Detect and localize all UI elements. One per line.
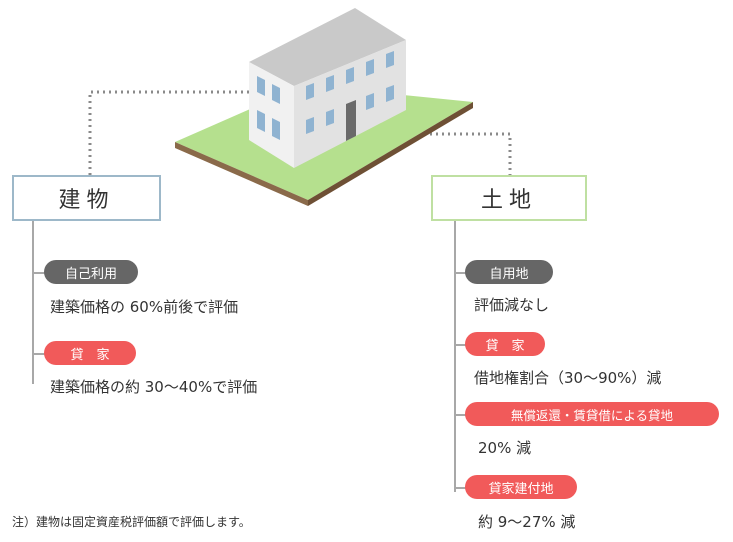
desc-own-use-land: 評価減なし (474, 296, 550, 314)
land-category-box: 土地 (431, 175, 587, 221)
desc-self-use: 建築価格の 60%前後で評価 (50, 298, 239, 316)
desc-leased-land: 借地権割合（30〜90%）減 (474, 369, 662, 387)
badge-own-use-land: 自用地 (465, 260, 553, 284)
desc-rental-house: 建築価格の約 30〜40%で評価 (50, 378, 258, 396)
right-windows (306, 51, 394, 134)
desc-rental-house-land: 約 9〜27% 減 (478, 513, 576, 531)
badge-rental-house: 貸 家 (44, 341, 136, 365)
badge-self-use: 自己利用 (44, 260, 138, 284)
desc-free-return-lease: 20% 減 (478, 439, 532, 457)
land-title: 土地 (480, 188, 537, 213)
land-branch-tick (454, 487, 466, 489)
building-roof (249, 8, 406, 86)
building-branch-tick (32, 353, 46, 355)
footnote: 注）建物は固定資産税評価額で評価します。 (12, 515, 251, 529)
building-branch-line (32, 221, 34, 384)
lawn-right-edge (308, 102, 473, 206)
badge-leased-land: 貸 家 (465, 332, 545, 356)
building-branch-tick (32, 272, 46, 274)
land-branch-tick (454, 344, 466, 346)
building-title: 建物 (58, 188, 115, 213)
lawn-left-edge (175, 142, 308, 206)
building-door (346, 100, 356, 141)
land-connector (430, 132, 512, 175)
land-branch-tick (454, 414, 466, 416)
building-category-box: 建物 (12, 175, 161, 221)
badge-free-return-lease: 無償返還・賃貸借による貸地 (465, 402, 719, 426)
land-branch-line (454, 221, 456, 492)
land-branch-tick (454, 272, 466, 274)
badge-rental-house-land: 貸家建付地 (465, 475, 577, 499)
left-windows (257, 76, 280, 140)
